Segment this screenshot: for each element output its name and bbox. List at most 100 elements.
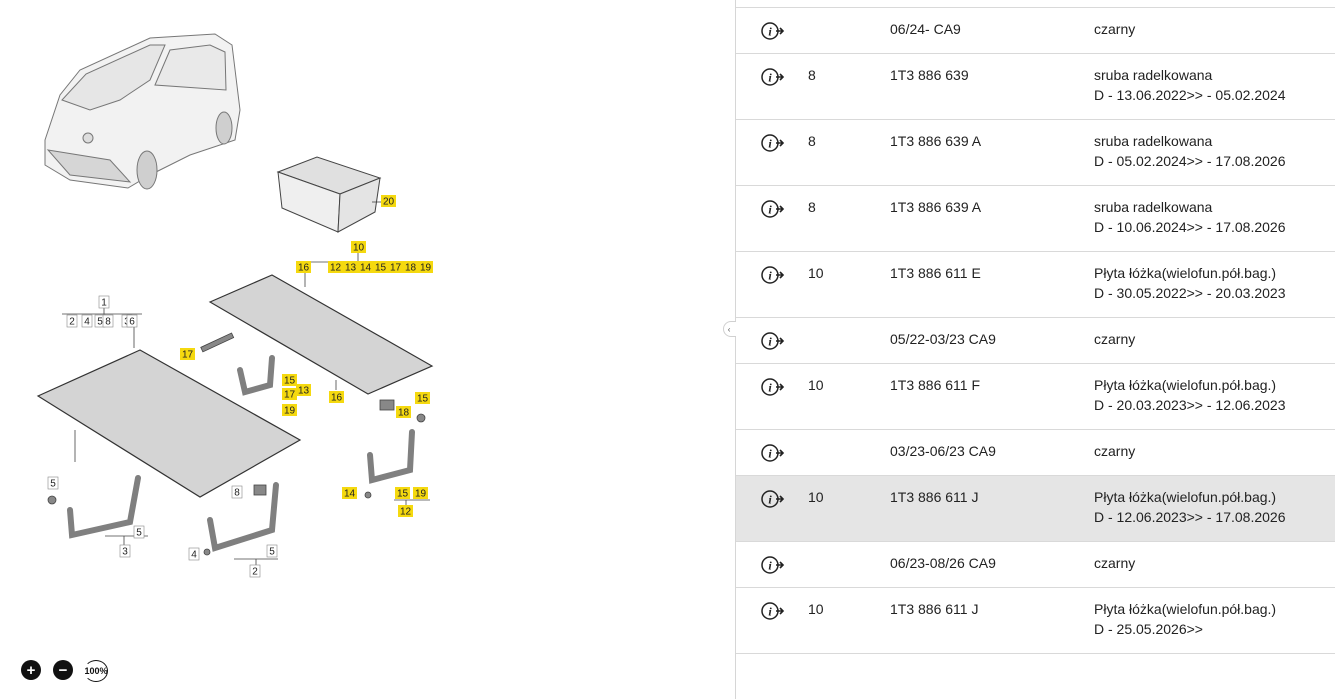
callout-8[interactable]: 8: [102, 314, 114, 328]
part-number: 1T3 886 611 F: [890, 377, 981, 393]
part-number: 1T3 886 639: [890, 67, 969, 83]
part-number: 1T3 886 639 A: [890, 199, 982, 215]
callout-5[interactable]: 5: [266, 544, 278, 558]
callout-3[interactable]: 3: [119, 544, 131, 558]
callout-number: 12: [330, 263, 342, 274]
svg-text:i: i: [768, 493, 772, 507]
callout-15[interactable]: 15: [415, 392, 430, 405]
svg-text:i: i: [768, 605, 772, 619]
callout-5[interactable]: 5: [47, 476, 59, 490]
callout-18[interactable]: 18: [396, 406, 411, 419]
callout-labels: 2010161213141517181912345861715171319161…: [47, 195, 433, 578]
diagram-pane[interactable]: 2010161213141517181912345861715171319161…: [0, 0, 735, 699]
callout-box: [47, 476, 59, 490]
callout-15[interactable]: 15: [395, 487, 410, 500]
info-arrow-icon: i: [761, 490, 785, 508]
part-description: sruba radelkowana: [1094, 67, 1213, 83]
callout-5[interactable]: 5: [133, 525, 145, 539]
info-button[interactable]: i: [761, 21, 785, 41]
callout-number: 6: [129, 317, 135, 328]
callout-17[interactable]: 17: [388, 261, 403, 274]
info-button[interactable]: i: [761, 377, 785, 397]
callout-18[interactable]: 18: [403, 261, 418, 274]
callout-4[interactable]: 4: [188, 547, 200, 561]
callout-20[interactable]: 20: [381, 195, 396, 208]
table-row[interactable]: i61T3 886 612 Bpłyta łóżkaD - 10.06.2024…: [736, 0, 1335, 8]
position-number: 10: [808, 265, 824, 281]
callout-8[interactable]: 8: [231, 485, 243, 499]
callout-6[interactable]: 6: [126, 314, 138, 328]
callout-2[interactable]: 2: [66, 314, 78, 328]
zoom-in-button[interactable]: +: [21, 660, 41, 680]
info-button[interactable]: i: [761, 331, 785, 351]
part-number: 05/22-03/23 CA9: [890, 331, 996, 347]
callout-box: [351, 241, 366, 253]
callout-number: 5: [136, 528, 142, 539]
callout-13[interactable]: 13: [296, 384, 311, 397]
callout-box: [98, 295, 110, 309]
callout-number: 2: [69, 317, 75, 328]
table-row[interactable]: i 05/22-03/23 CA9 czarny: [736, 318, 1335, 364]
callout-19[interactable]: 19: [418, 261, 433, 274]
info-button[interactable]: i: [761, 443, 785, 463]
info-button[interactable]: i: [761, 67, 785, 87]
part-description: czarny: [1094, 331, 1136, 347]
position-number: 10: [808, 601, 824, 617]
callout-number: 5: [269, 547, 275, 558]
part-description: sruba radelkowana: [1094, 199, 1213, 215]
zoom-out-button[interactable]: −: [53, 660, 73, 680]
callout-box: [266, 544, 278, 558]
callout-box: [126, 314, 138, 328]
position-number: 8: [808, 199, 816, 215]
callout-number: 13: [345, 263, 357, 274]
info-button[interactable]: i: [761, 133, 785, 153]
callout-17[interactable]: 17: [282, 388, 297, 401]
brackets: [67, 355, 415, 552]
callout-box: [342, 487, 357, 499]
callout-box: [119, 544, 131, 558]
callout-number: 19: [284, 406, 296, 417]
info-button[interactable]: i: [761, 265, 785, 285]
callout-16[interactable]: 16: [296, 261, 311, 274]
callout-1[interactable]: 1: [98, 295, 110, 309]
info-button[interactable]: i: [761, 601, 785, 621]
callout-10[interactable]: 10: [351, 241, 366, 254]
small-parts: [47, 332, 426, 556]
callout-16[interactable]: 16: [329, 391, 344, 404]
callout-number: 2: [252, 567, 258, 578]
callout-13[interactable]: 13: [343, 261, 358, 274]
callout-19[interactable]: 19: [413, 487, 428, 500]
minus-icon: −: [58, 661, 68, 679]
exploded-parts-diagram[interactable]: 2010161213141517181912345861715171319161…: [0, 0, 735, 699]
callout-4[interactable]: 4: [81, 314, 93, 328]
info-button[interactable]: i: [761, 489, 785, 509]
callout-17[interactable]: 17: [180, 348, 195, 361]
info-button[interactable]: i: [761, 199, 785, 219]
callout-12[interactable]: 12: [328, 261, 343, 274]
callout-19[interactable]: 19: [282, 404, 297, 417]
callout-number: 19: [415, 489, 427, 500]
callout-number: 8: [234, 488, 240, 499]
part-description: czarny: [1094, 555, 1136, 571]
callout-2[interactable]: 2: [249, 564, 261, 578]
part-number: 1T3 886 611 J: [890, 489, 979, 505]
zoom-reset-button[interactable]: 100%: [84, 660, 108, 682]
callout-14[interactable]: 14: [358, 261, 373, 274]
info-button[interactable]: i: [761, 555, 785, 575]
part-number: 06/24- CA9: [890, 21, 961, 37]
part-description: Płyta łóżka(wielofun.pół.bag.): [1094, 601, 1277, 617]
callout-15[interactable]: 15: [282, 374, 297, 387]
callout-12[interactable]: 12: [398, 505, 413, 518]
callout-15[interactable]: 15: [373, 261, 388, 274]
callout-14[interactable]: 14: [342, 487, 357, 500]
